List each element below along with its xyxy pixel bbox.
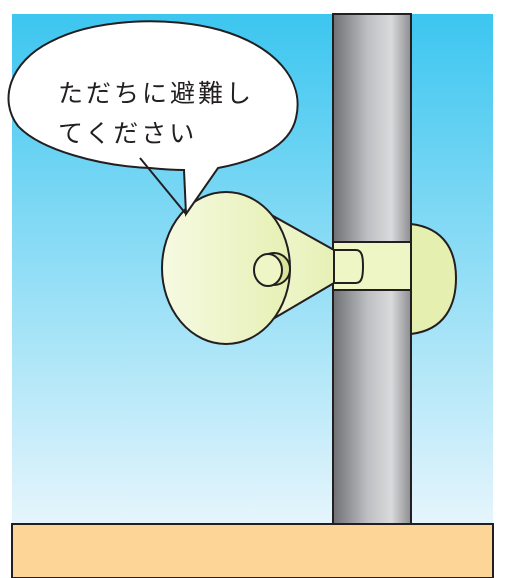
bubble-text-line2: てください — [58, 119, 198, 148]
rear-mount — [410, 222, 458, 336]
ground — [11, 523, 494, 578]
speaker-knob — [253, 253, 283, 287]
speech-bubble-tail-line — [139, 157, 187, 215]
speech-bubble — [7, 20, 299, 217]
speaker-neck — [333, 249, 365, 284]
bubble-text-line1: ただちに避難し — [58, 79, 255, 108]
